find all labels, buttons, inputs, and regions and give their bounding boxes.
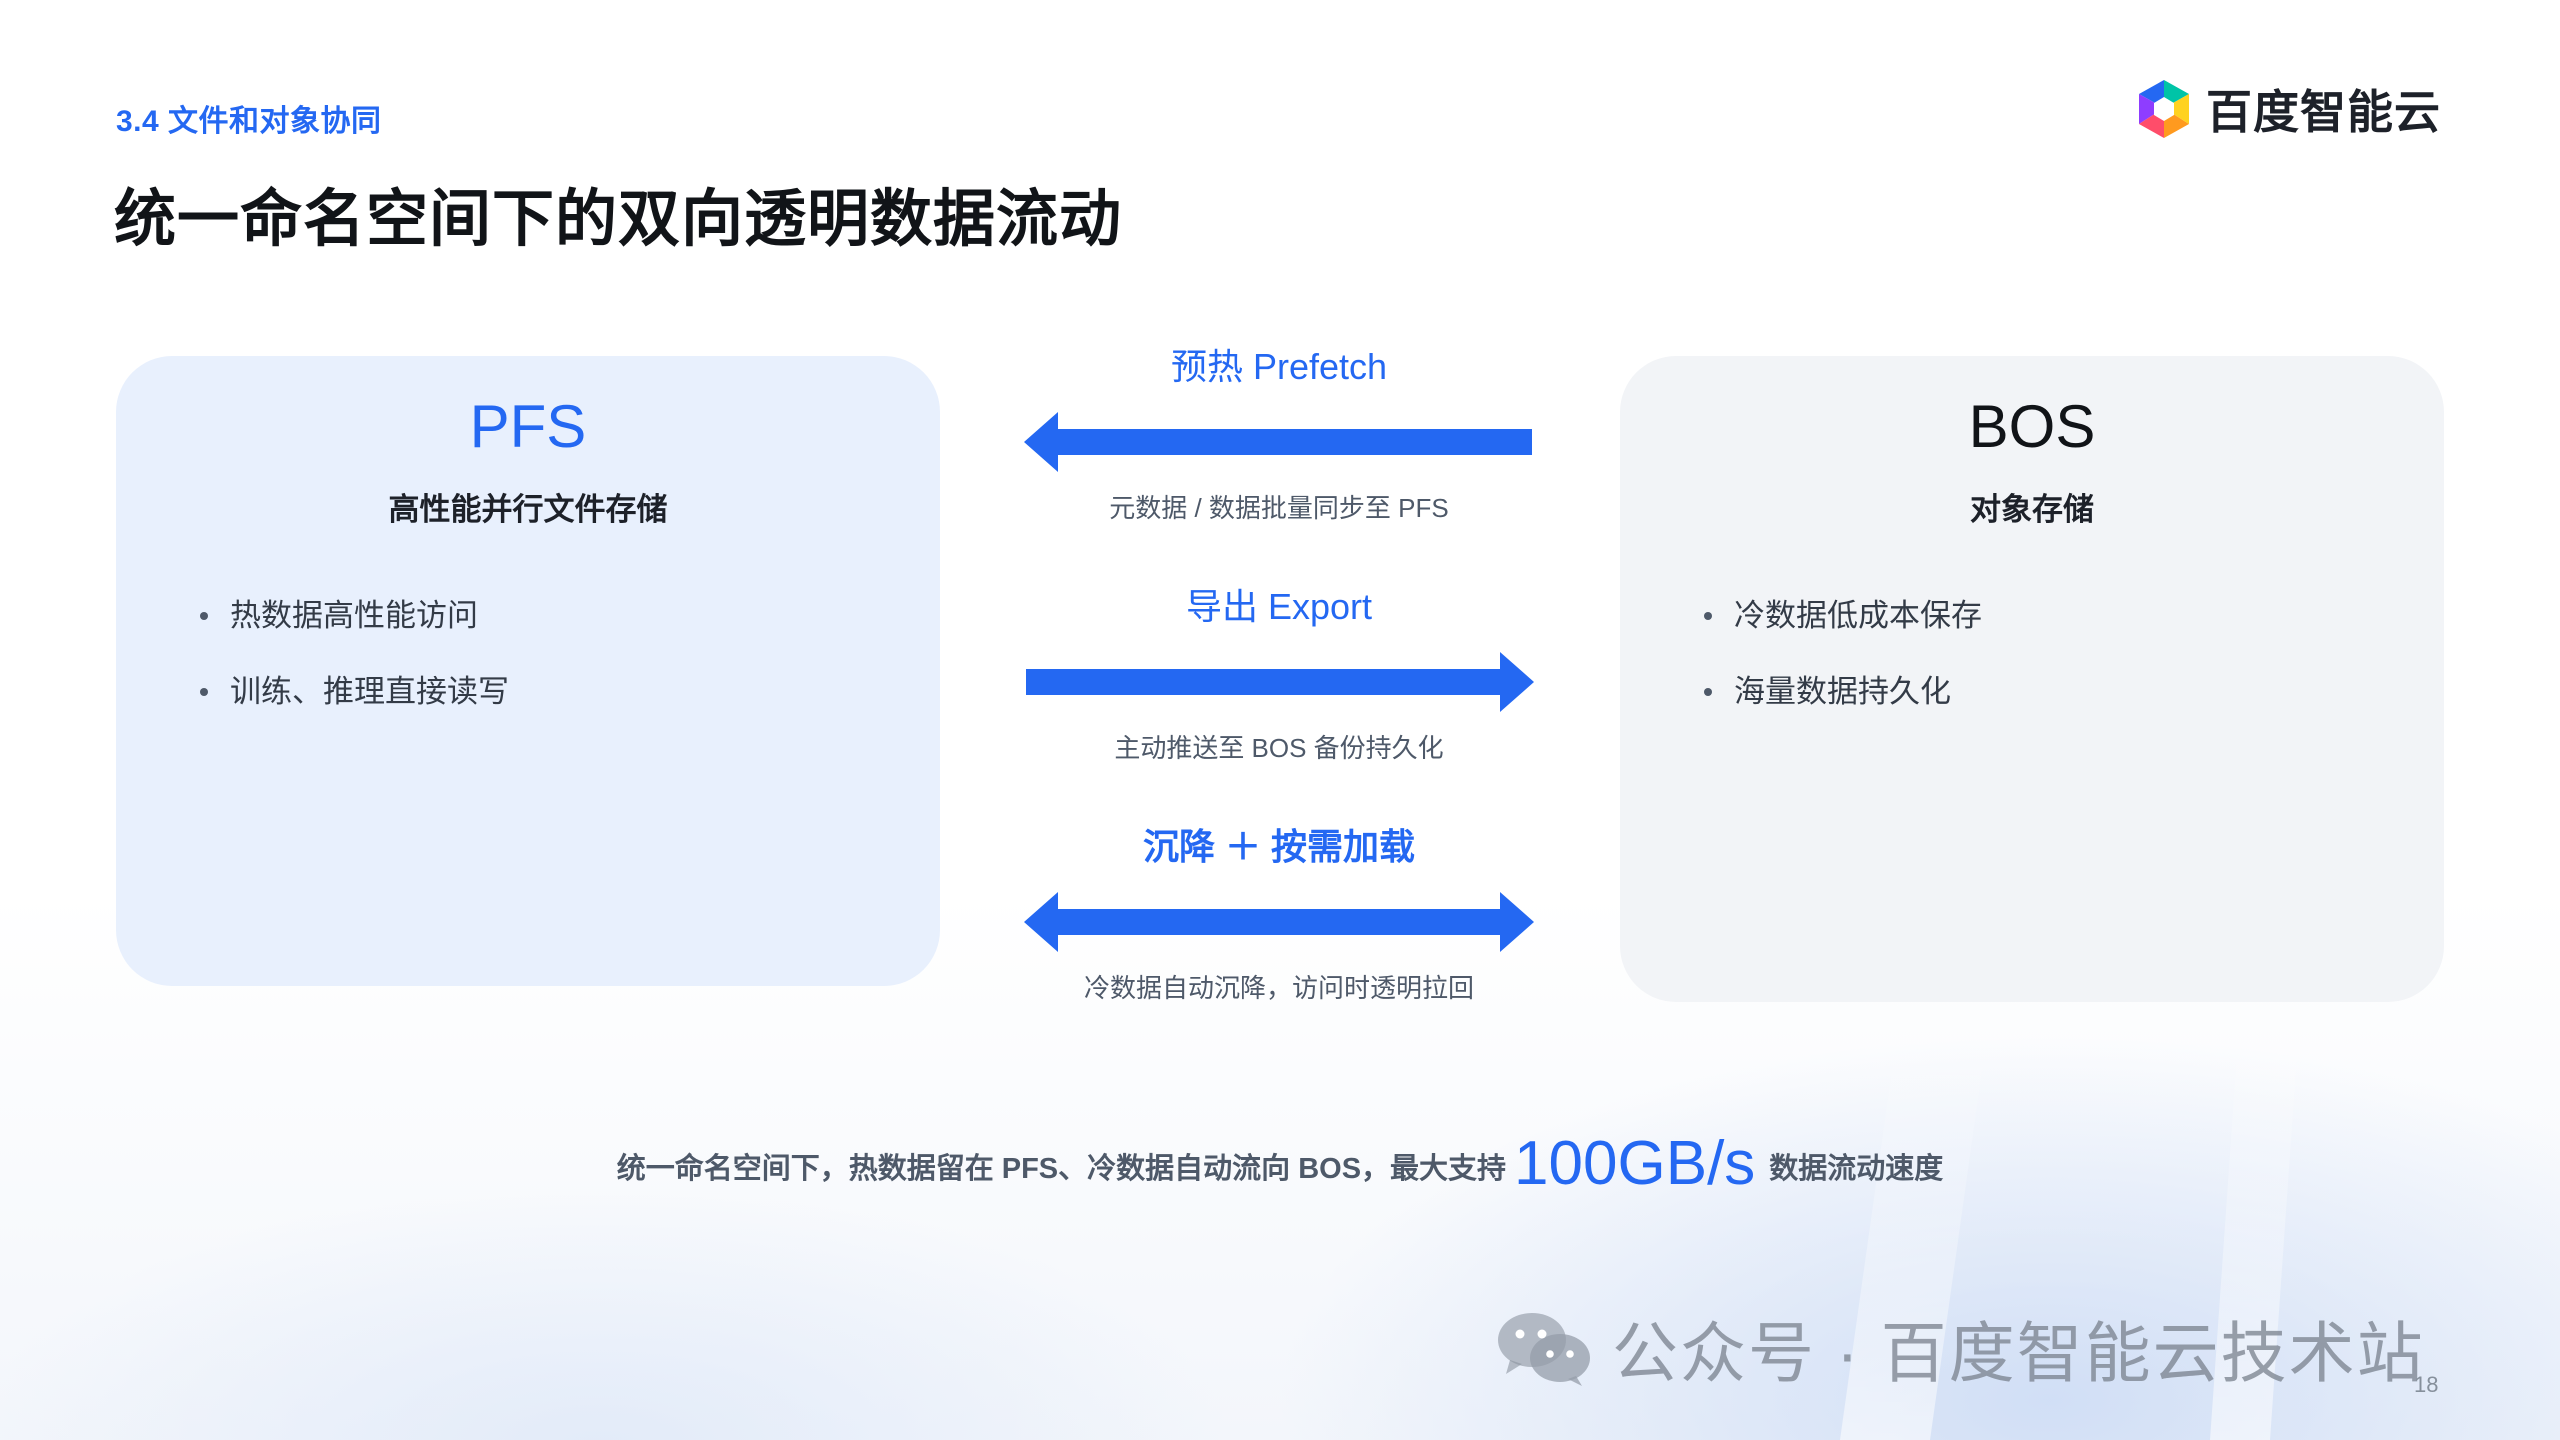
pfs-panel: PFS 高性能并行文件存储 热数据高性能访问 训练、推理直接读写 [116, 356, 940, 986]
arrow-right-icon [1024, 650, 1534, 714]
section-label: 3.4 文件和对象协同 [116, 105, 382, 138]
bos-subtitle: 对象存储 [1970, 492, 2094, 527]
prefetch-label: 预热 Prefetch [1170, 346, 1388, 387]
tiering-description: 冷数据自动沉降，访问时透明拉回 [1083, 973, 1474, 1003]
list-item: 冷数据低成本保存 [1704, 592, 1982, 668]
list-item: 海量数据持久化 [1704, 668, 1982, 744]
bos-bullet-list: 冷数据低成本保存 海量数据持久化 [1704, 592, 1982, 744]
bullet-text: 海量数据持久化 [1734, 674, 1951, 709]
tiering-label: 沉降 ＋ 按需加载 [1142, 826, 1415, 867]
pfs-title: PFS [469, 393, 587, 460]
export-description: 主动推送至 BOS 备份持久化 [1114, 733, 1444, 763]
bullet-text: 训练、推理直接读写 [230, 674, 509, 709]
bullet-icon [1704, 612, 1712, 620]
pfs-subtitle: 高性能并行文件存储 [388, 492, 668, 527]
throughput-highlight: 100GB/s [1514, 1129, 1756, 1198]
watermark-text: 公众号 · 百度智能云技术站 [1612, 1316, 2425, 1390]
prefetch-description: 元数据 / 数据批量同步至 PFS [1109, 493, 1449, 523]
summary-text-after: 数据流动速度 [1769, 1153, 1944, 1185]
bullet-icon [1704, 688, 1712, 696]
page-number: 18 [2414, 1372, 2439, 1397]
list-item: 热数据高性能访问 [200, 592, 509, 668]
page-title: 统一命名空间下的双向透明数据流动 [114, 185, 1123, 254]
list-item: 训练、推理直接读写 [200, 668, 509, 744]
bos-title: BOS [1968, 393, 2096, 460]
summary-text-before: 统一命名空间下，热数据留在 PFS、冷数据自动流向 BOS，最大支持 [616, 1153, 1507, 1185]
wechat-icon [1498, 1313, 1590, 1386]
bullet-text: 热数据高性能访问 [230, 598, 478, 633]
bullet-icon [200, 688, 208, 696]
wechat-watermark: 公众号 · 百度智能云技术站 [1494, 1300, 2425, 1396]
pfs-bullet-list: 热数据高性能访问 训练、推理直接读写 [200, 592, 509, 744]
arrow-bidirectional-icon [1024, 890, 1534, 954]
logo-text: 百度智能云 [2206, 86, 2441, 138]
arrow-left-icon [1024, 410, 1534, 474]
export-label: 导出 Export [1185, 586, 1373, 627]
bos-panel: BOS 对象存储 冷数据低成本保存 海量数据持久化 [1620, 356, 2444, 1002]
baidu-ai-cloud-logo-icon [2139, 80, 2189, 138]
bullet-text: 冷数据低成本保存 [1734, 598, 1982, 633]
brand-logo: 百度智能云 [2134, 76, 2441, 142]
bullet-icon [200, 612, 208, 620]
